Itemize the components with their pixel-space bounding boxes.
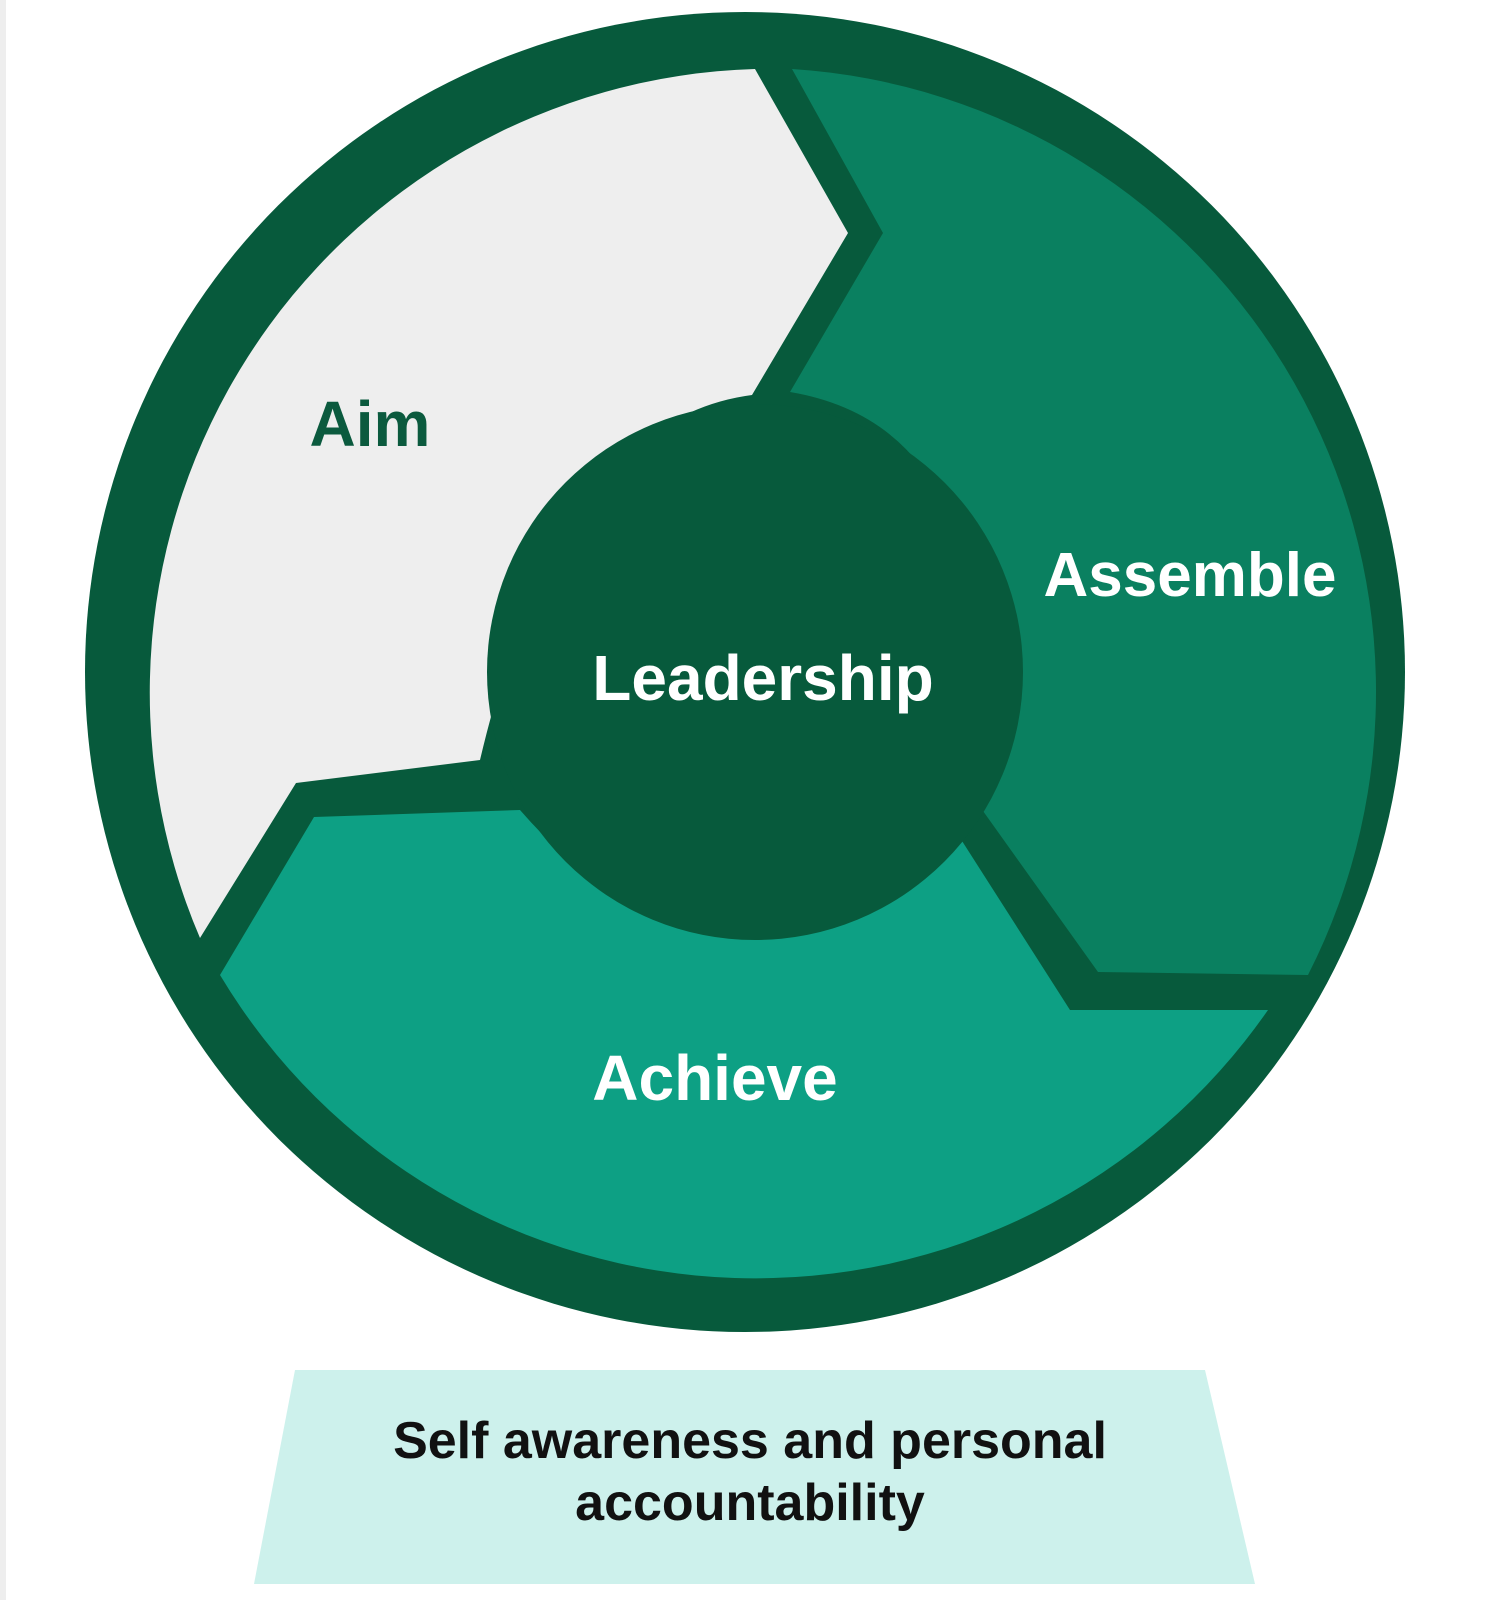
base-caption: Self awareness and personal accountabili… — [255, 1382, 1245, 1562]
base-caption-line2: accountability — [575, 1474, 925, 1532]
base-banner — [254, 1370, 1255, 1584]
aim-label: Aim — [310, 388, 431, 460]
center-hub — [487, 404, 1023, 940]
segment-aim — [149, 69, 849, 938]
base-caption-line1: Self awareness and personal — [393, 1412, 1107, 1470]
assemble-label: Assemble — [1044, 541, 1337, 610]
segment-achieve — [220, 810, 1268, 1279]
segment-assemble — [790, 69, 1377, 975]
achieve-label: Achieve — [592, 1042, 837, 1114]
leadership-label: Leadership — [592, 642, 933, 714]
left-border — [0, 0, 6, 1600]
